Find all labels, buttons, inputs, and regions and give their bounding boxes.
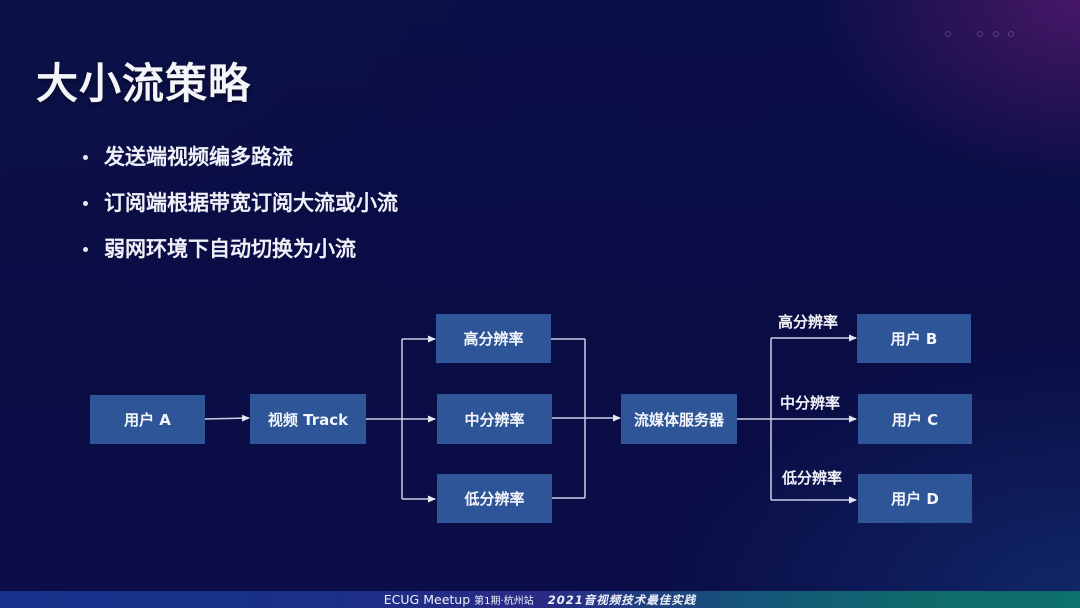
node-video-track: 视频 Track — [250, 394, 366, 444]
bullet-text: 弱网环境下自动切换为小流 — [104, 237, 356, 261]
node-label: 高分辨率 — [463, 330, 524, 348]
dot-icon — [1008, 31, 1014, 37]
decorative-dots — [0, 31, 1080, 41]
node-label: 中分辨率 — [464, 410, 525, 429]
node-layer-mid: 中分辨率 — [437, 394, 552, 444]
dot-icon — [993, 31, 999, 37]
edge-label-low: 低分辨率 — [782, 469, 843, 487]
bullet-dot-icon — [83, 247, 88, 252]
footer-banner: ECUG Meetup 第1期·杭州站 2021音视频技术最佳实践 — [0, 591, 1080, 608]
bullet-text: 订阅端根据带宽订阅大流或小流 — [104, 191, 398, 215]
node-label: 视频 Track — [267, 410, 349, 429]
footer-session: 第1期·杭州站 — [474, 596, 534, 607]
node-label: 用户 D — [891, 490, 939, 508]
bullet-item: 发送端视频编多路流 — [82, 142, 398, 188]
footer-theme: 2021音视频技术最佳实践 — [547, 592, 697, 607]
dot-icon — [945, 31, 951, 37]
bullet-text: 发送端视频编多路流 — [104, 145, 293, 169]
bullet-item: 弱网环境下自动切换为小流 — [82, 234, 398, 280]
node-receiver-b: 用户 B — [857, 314, 971, 363]
footer-event: ECUG Meetup — [383, 592, 471, 607]
bullet-dot-icon — [83, 201, 88, 206]
bullet-item: 订阅端根据带宽订阅大流或小流 — [82, 188, 398, 234]
node-receiver-d: 用户 D — [858, 474, 972, 523]
node-layer-low: 低分辨率 — [437, 474, 552, 523]
node-sender: 用户 A — [90, 395, 205, 444]
bullet-dot-icon — [83, 155, 88, 160]
dot-icon — [977, 31, 983, 37]
node-label: 用户 C — [891, 410, 939, 429]
node-label: 流媒体服务器 — [633, 410, 724, 429]
node-label: 低分辨率 — [464, 490, 525, 508]
node-receiver-c: 用户 C — [858, 394, 972, 444]
node-layer-high: 高分辨率 — [436, 314, 551, 363]
edge-label-mid: 中分辨率 — [780, 394, 841, 412]
slide-title: 大小流策略 — [36, 59, 252, 108]
edge-label-high: 高分辨率 — [778, 313, 839, 331]
node-media-server: 流媒体服务器 — [621, 394, 737, 444]
node-label: 用户 A — [124, 411, 171, 429]
bullet-list: 发送端视频编多路流 订阅端根据带宽订阅大流或小流 弱网环境下自动切换为小流 — [82, 142, 398, 280]
node-label: 用户 B — [890, 330, 938, 348]
